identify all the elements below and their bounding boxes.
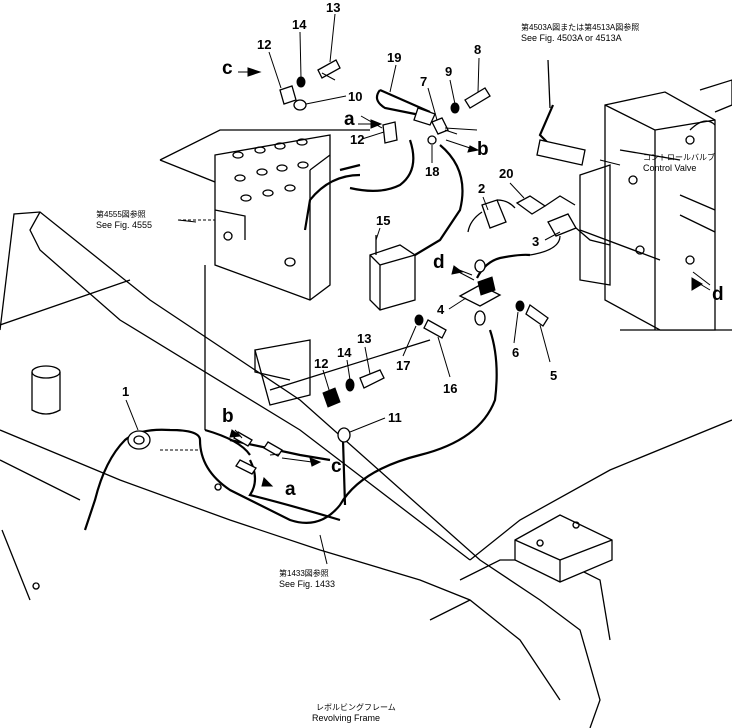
part-label-8: 8 [474, 42, 481, 57]
part-label-13-middle: 13 [357, 331, 371, 346]
reference-text: 第4503A図または第4513A図参照 See Fig. 4503A or 45… [96, 22, 715, 723]
revolving-frame-label-jp: レボルビングフレーム [316, 702, 396, 712]
mount-block [514, 514, 613, 583]
reference-leaders [160, 219, 215, 451]
connection-label-c-lower: c [331, 456, 342, 477]
part-label-18: 18 [425, 164, 439, 179]
connection-label-c-upper: c [222, 58, 233, 79]
connection-label-d-right: d [712, 284, 724, 305]
connection-label-b-upper: b [477, 139, 489, 160]
connection-label-d-middle: d [433, 252, 445, 273]
connection-label-a-lower: a [285, 479, 296, 500]
part-label-20: 20 [499, 166, 513, 181]
fittings [233, 59, 549, 475]
part-label-9: 9 [445, 64, 452, 79]
part-label-12-lower: 12 [314, 356, 328, 371]
part-label-13-top: 13 [326, 0, 340, 15]
connection-label-a-upper: a [344, 109, 355, 130]
part-number-labels: 1 2 3 4 5 6 7 8 9 10 11 12 12 12 13 13 1… [122, 0, 557, 425]
control-valve [579, 79, 732, 331]
part-label-5: 5 [550, 368, 557, 383]
connection-label-b-lower: b [222, 406, 234, 427]
part-label-19: 19 [387, 50, 401, 65]
ref-4555-jp: 第4555図参照 [96, 209, 146, 219]
part-label-7: 7 [420, 74, 427, 89]
ref-1433-jp: 第1433図参照 [279, 568, 329, 578]
control-valve-label-en: Control Valve [643, 163, 696, 173]
ref-4555-en: See Fig. 4555 [96, 220, 152, 230]
part-label-15: 15 [376, 213, 390, 228]
harness-19 [375, 88, 436, 126]
part-label-17: 17 [396, 358, 410, 373]
part-label-14-top: 14 [292, 17, 307, 32]
pressure-switch-3 [529, 213, 611, 256]
pressure-switch-2 [467, 199, 516, 233]
pilot-hose [536, 59, 586, 166]
ref-1433-en: See Fig. 1433 [279, 579, 335, 589]
part-label-6: 6 [512, 345, 519, 360]
ref-4503a-jp: 第4503A図または第4513A図参照 [521, 22, 639, 32]
part-label-4: 4 [437, 302, 445, 317]
grommet-1 [127, 430, 151, 450]
part-label-3: 3 [532, 234, 539, 249]
relay-box-15 [369, 235, 416, 311]
part-label-12-top: 12 [257, 37, 271, 52]
connection-labels: a a b b c c d d [222, 58, 724, 500]
pressure-switch-20 [515, 195, 576, 215]
frame-post-lines [204, 265, 311, 430]
ref-4503a-en: See Fig. 4503A or 4513A [521, 33, 622, 43]
part-label-10: 10 [348, 89, 362, 104]
revolving-frame-label-en: Revolving Frame [312, 713, 380, 723]
control-valve-label-jp: コントロールバルブ [643, 152, 715, 162]
part-label-11: 11 [388, 410, 402, 425]
post [31, 365, 61, 415]
part-label-2: 2 [478, 181, 485, 196]
part-label-1: 1 [122, 384, 129, 399]
part-label-16: 16 [443, 381, 457, 396]
part-label-14-middle: 14 [337, 345, 352, 360]
part-label-12-middle: 12 [350, 132, 364, 147]
valve-bracket [214, 134, 331, 301]
